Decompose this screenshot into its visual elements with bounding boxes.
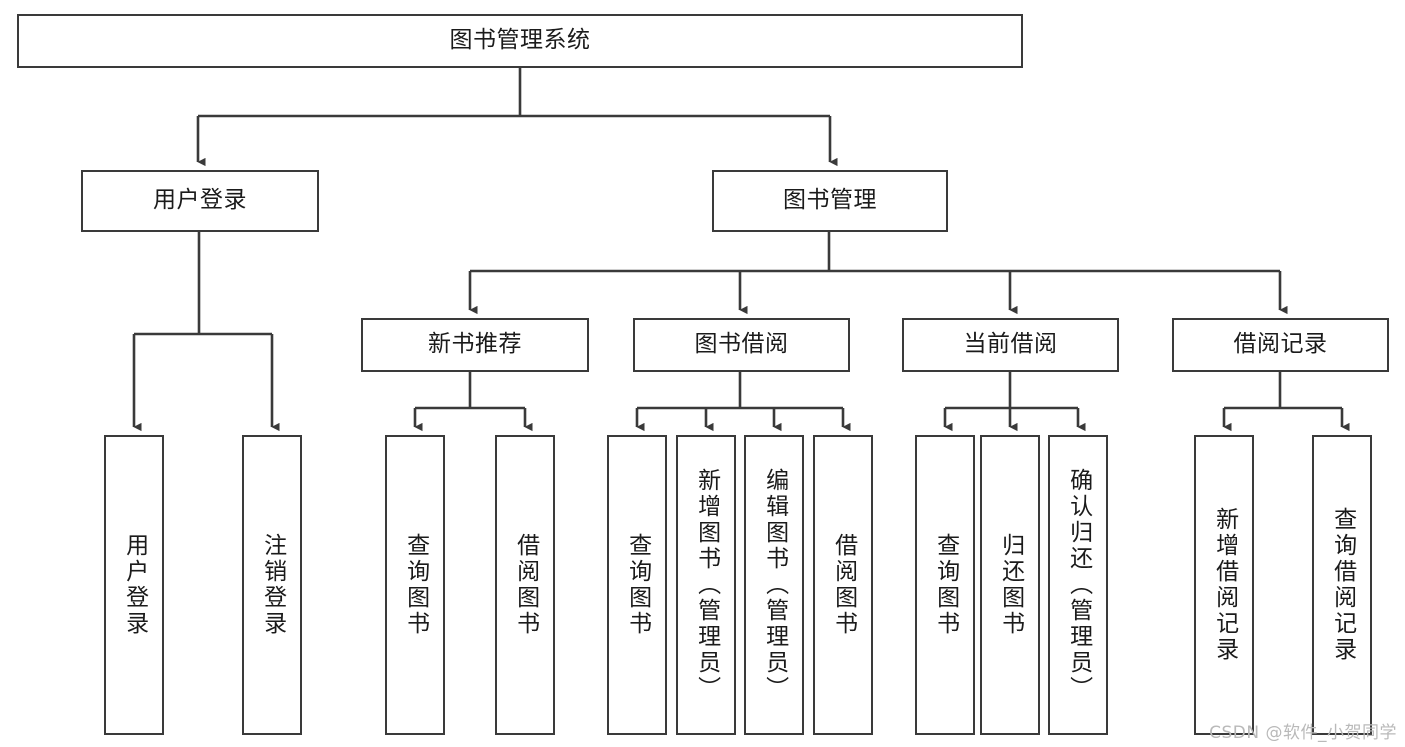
node-label: 用户登录 [153, 187, 247, 214]
node-new-book-recommend[interactable]: 新书推荐 [361, 318, 589, 372]
leaf-borrow-borrow-book[interactable]: 借阅图书 [813, 435, 873, 735]
node-label: 图书借阅 [694, 331, 789, 358]
leaf-record-add-borrow-record[interactable]: 新增借阅记录 [1194, 435, 1254, 735]
leaf-borrow-query-book[interactable]: 查询图书 [607, 435, 667, 735]
leaf-current-query-book[interactable]: 查询图书 [915, 435, 975, 735]
node-label: 借阅图书 [512, 533, 539, 637]
node-label: 借阅图书 [830, 533, 857, 637]
leaf-borrow-add-book-admin[interactable]: 新增图书（管理员） [676, 435, 736, 735]
leaf-current-confirm-return-admin[interactable]: 确认归还（管理员） [1048, 435, 1108, 735]
node-label: 新增借阅记录 [1211, 507, 1238, 663]
node-label: 查询图书 [402, 533, 429, 637]
node-book-borrow[interactable]: 图书借阅 [633, 318, 850, 372]
leaf-logout[interactable]: 注销登录 [242, 435, 302, 735]
node-label: 编辑图书（管理员） [761, 468, 788, 702]
leaf-borrow-edit-book-admin[interactable]: 编辑图书（管理员） [744, 435, 804, 735]
node-root-system[interactable]: 图书管理系统 [17, 14, 1023, 68]
node-user-login[interactable]: 用户登录 [81, 170, 319, 232]
node-label: 借阅记录 [1233, 331, 1328, 358]
leaf-newbook-query-book[interactable]: 查询图书 [385, 435, 445, 735]
node-label: 用户登录 [121, 533, 148, 637]
leaf-record-query-borrow-record[interactable]: 查询借阅记录 [1312, 435, 1372, 735]
node-label: 图书管理系统 [449, 27, 591, 54]
leaf-user-login[interactable]: 用户登录 [104, 435, 164, 735]
leaf-newbook-borrow-book[interactable]: 借阅图书 [495, 435, 555, 735]
node-current-borrow[interactable]: 当前借阅 [902, 318, 1119, 372]
node-label: 查询图书 [624, 533, 651, 637]
node-label: 当前借阅 [963, 331, 1058, 358]
node-label: 新书推荐 [428, 331, 522, 358]
node-label: 注销登录 [259, 533, 286, 637]
node-book-management[interactable]: 图书管理 [712, 170, 948, 232]
node-label: 查询图书 [932, 533, 959, 637]
node-label: 归还图书 [997, 533, 1024, 637]
node-label: 图书管理 [783, 187, 877, 214]
node-label: 新增图书（管理员） [693, 468, 720, 702]
node-label: 确认归还（管理员） [1065, 468, 1092, 702]
leaf-current-return-book[interactable]: 归还图书 [980, 435, 1040, 735]
node-borrow-record[interactable]: 借阅记录 [1172, 318, 1389, 372]
node-label: 查询借阅记录 [1329, 507, 1356, 663]
